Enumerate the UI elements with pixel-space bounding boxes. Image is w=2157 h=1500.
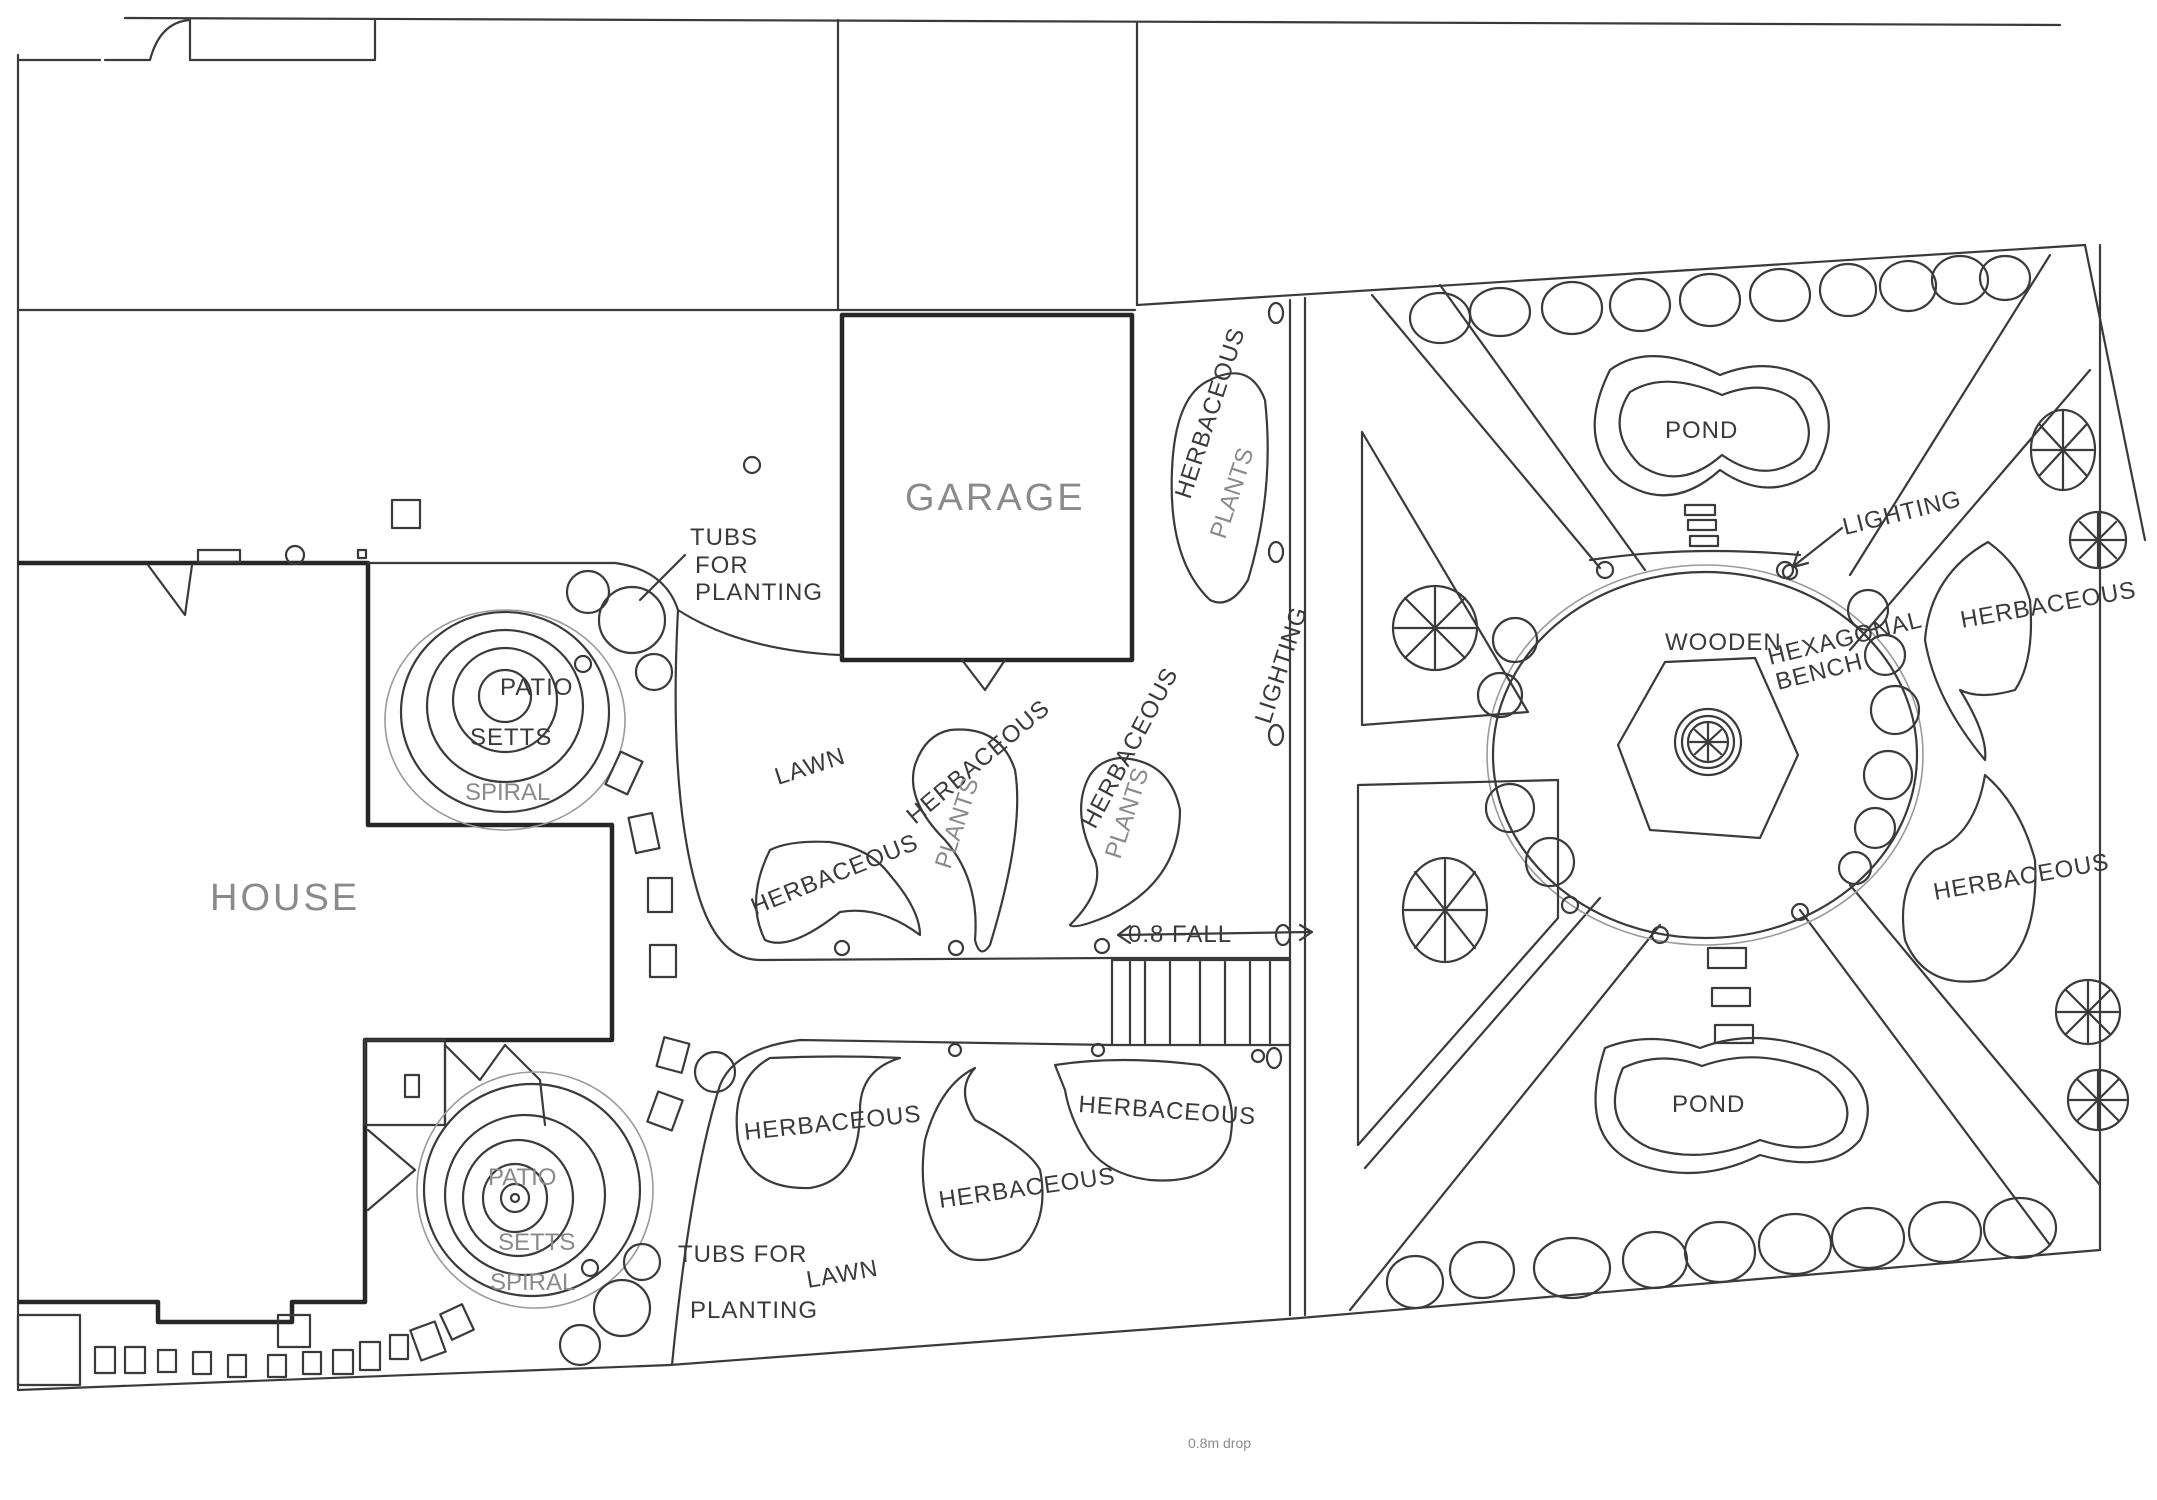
herbaceous-bed-mid <box>911 728 1019 953</box>
lawn-edge-posts <box>833 937 1111 957</box>
herbaceous-bed-low-1 <box>735 1055 902 1190</box>
setts-upper-label: SETTS <box>470 724 552 751</box>
herbaceous-formal-2-label: HERBACEOUS <box>1931 848 2111 906</box>
lighting-pond-arrowhead <box>1791 550 1810 569</box>
herbaceous-bed-right <box>1068 756 1182 928</box>
fall-arrow-line <box>1116 930 1312 937</box>
patio-lower-label: PATIO <box>488 1164 556 1191</box>
lawn-lower-label: LAWN <box>804 1255 880 1294</box>
patio-spiral-upper <box>384 609 626 831</box>
lower-edge-posts <box>947 1042 1266 1064</box>
tubs-upper-line-3: PLANTING <box>695 579 823 606</box>
hedge-bottom <box>1385 1196 2058 1310</box>
herbaceous-bed-low-3 <box>1053 1058 1234 1182</box>
tubs-upper-line-2: FOR <box>695 552 749 579</box>
planting-tubs-upper <box>565 569 674 692</box>
tubs-lower-line-2: PLANTING <box>690 1297 818 1324</box>
tubs-upper-line-1: TUBS <box>690 524 758 551</box>
lawn-tree <box>693 1050 737 1094</box>
herbaceous-low-1-label: HERBACEOUS <box>743 1101 923 1146</box>
lighting-pond-leader <box>1793 526 1844 567</box>
herbaceous-bed-lawn <box>755 840 922 944</box>
spiral-lower-label: SPIRAL <box>490 1269 575 1296</box>
herbaceous-bed-low-2 <box>921 1066 1044 1261</box>
stepping-stones <box>93 750 691 1379</box>
drop-note: 0.8m drop <box>1188 1435 1251 1451</box>
tubs-lower-line-1: TUBS FOR <box>678 1241 807 1268</box>
wooden-label: WOODEN <box>1665 629 1782 656</box>
herbaceous-low-2-label: HERBACEOUS <box>937 1162 1117 1214</box>
planting-tubs-lower <box>558 1242 662 1367</box>
boundary-lines <box>16 16 2147 1392</box>
fall-arrow-head <box>1298 923 1314 942</box>
steps <box>1110 958 1292 1047</box>
hedge-top <box>1408 254 2032 345</box>
herbaceous-mid-line-1: HERBACEOUS <box>902 694 1056 829</box>
courtyard-wall <box>366 561 842 657</box>
herbaceous-bed-top <box>1170 372 1269 604</box>
patio-upper-label: PATIO <box>500 674 573 701</box>
spiral-upper-label: SPIRAL <box>465 779 550 806</box>
house <box>16 498 615 1387</box>
patio-spiral-lower <box>416 1071 654 1309</box>
herbaceous-formal-1-label: HERBACEOUS <box>1958 576 2138 634</box>
lighting-side-label: LIGHTING <box>1250 603 1313 727</box>
herbaceous-top-line-2: PLANTS <box>1205 445 1260 542</box>
formal-garden <box>1348 253 2130 1312</box>
setts-lower-label: SETTS <box>498 1229 575 1256</box>
lawn-label: LAWN <box>772 743 849 791</box>
pond-top-label: POND <box>1665 417 1738 444</box>
fall-arrow-tail <box>1116 924 1132 945</box>
pond-bottom-label: POND <box>1672 1091 1745 1118</box>
tubs-upper-leader <box>638 553 687 602</box>
garage-label: GARAGE <box>905 477 1086 519</box>
divider-posts <box>1265 301 1292 1070</box>
upper-lawn-edge <box>674 608 1292 962</box>
herbaceous-low-3-label: HERBACEOUS <box>1078 1091 1257 1130</box>
garage <box>742 312 1135 692</box>
lower-lawn-edge <box>670 1038 1114 1367</box>
house-label: HOUSE <box>210 877 360 919</box>
